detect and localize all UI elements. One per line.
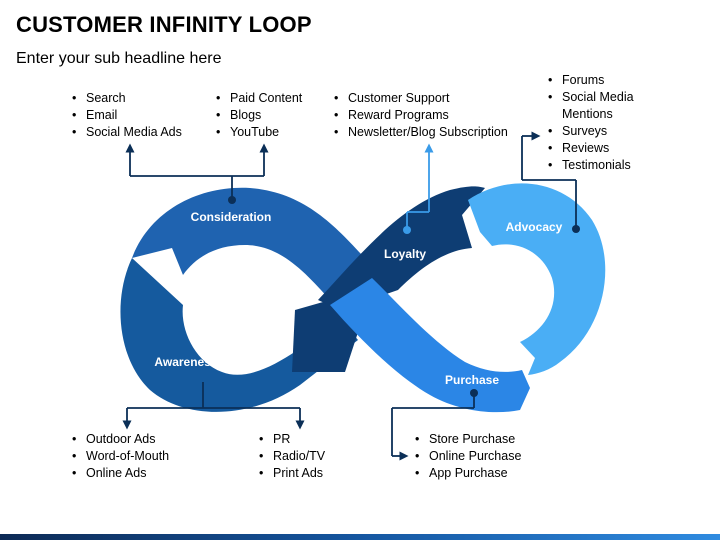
list-item: Online Purchase [413, 448, 521, 465]
list-item: Social Media Mentions [546, 89, 656, 123]
stage-label-awareness: Awareness [154, 355, 217, 369]
stage-label-purchase: Purchase [445, 373, 499, 387]
list-item: Print Ads [257, 465, 325, 482]
stage-label-consideration: Consideration [191, 210, 272, 224]
advocacy-connector [521, 131, 577, 229]
advocacy-list: Forums Social Media Mentions Surveys Rev… [546, 72, 656, 174]
purchase-segment [330, 278, 530, 413]
list-item: Reviews [546, 140, 656, 157]
list-item: Testimonials [546, 157, 656, 174]
consideration-connector [125, 143, 269, 200]
list-item: Radio/TV [257, 448, 325, 465]
consideration-left-list: Search Email Social Media Ads [70, 90, 182, 141]
consideration-right-list: Paid Content Blogs YouTube [214, 90, 302, 141]
awareness-segment [120, 258, 358, 412]
advocacy-segment [468, 183, 606, 375]
list-item: Outdoor Ads [70, 431, 169, 448]
consideration-dot [228, 196, 236, 204]
list-item: App Purchase [413, 465, 521, 482]
list-item: Reward Programs [332, 107, 508, 124]
list-item: Newsletter/Blog Subscription [332, 124, 508, 141]
list-item: YouTube [214, 124, 302, 141]
awareness-right-list: PR Radio/TV Print Ads [257, 431, 325, 482]
list-item: Social Media Ads [70, 124, 182, 141]
list-item: Forums [546, 72, 656, 89]
list-item: Paid Content [214, 90, 302, 107]
list-item: Customer Support [332, 90, 508, 107]
purchase-dot [470, 389, 478, 397]
page-subtitle: Enter your sub headline here [16, 50, 222, 67]
loyalty-list: Customer Support Reward Programs Newslet… [332, 90, 508, 141]
consideration-segment [132, 187, 362, 300]
awareness-connector [122, 382, 305, 430]
list-item: Surveys [546, 123, 656, 140]
awareness-left-list: Outdoor Ads Word-of-Mouth Online Ads [70, 431, 169, 482]
loyalty-dot [403, 226, 411, 234]
purchase-list: Store Purchase Online Purchase App Purch… [413, 431, 521, 482]
list-item: PR [257, 431, 325, 448]
list-item: Store Purchase [413, 431, 521, 448]
page-title: CUSTOMER INFINITY LOOP [16, 12, 312, 37]
stage-label-advocacy: Advocacy [506, 220, 563, 234]
list-item: Word-of-Mouth [70, 448, 169, 465]
stage-label-loyalty: Loyalty [384, 247, 426, 261]
list-item: Email [70, 107, 182, 124]
footer-bar [0, 534, 720, 540]
list-item: Blogs [214, 107, 302, 124]
loyalty-segment [318, 186, 485, 310]
advocacy-dot [572, 225, 580, 233]
list-item: Online Ads [70, 465, 169, 482]
list-item: Search [70, 90, 182, 107]
